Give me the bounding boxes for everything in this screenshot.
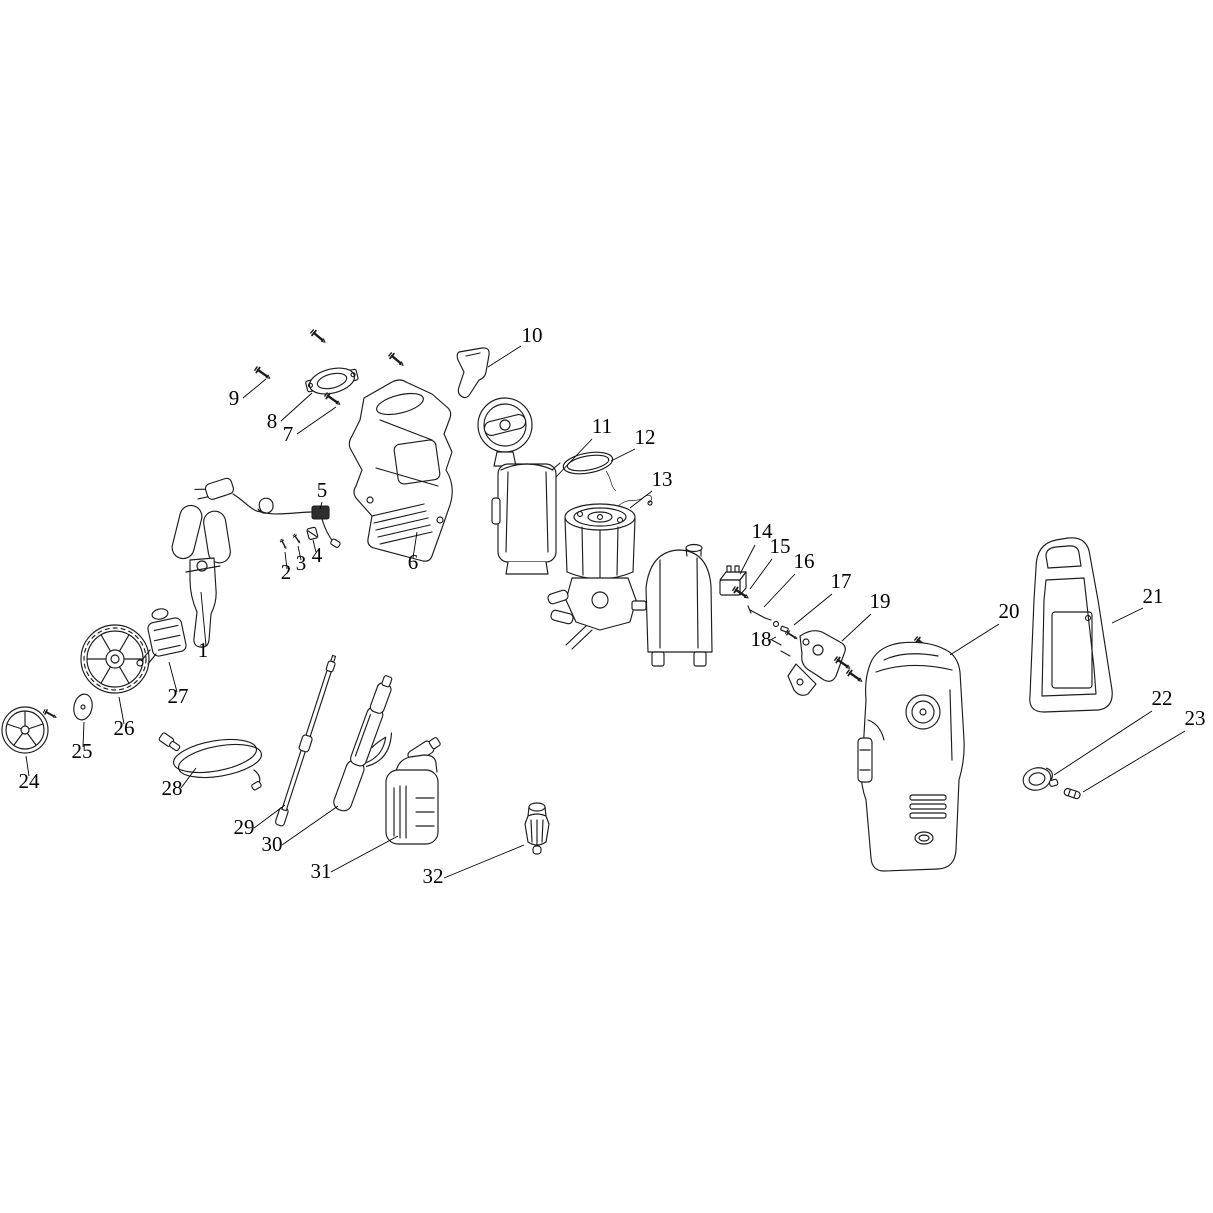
callout-number-20: 20 [999,599,1020,623]
leader-line-4 [312,539,317,553]
handle-grip-part [171,504,231,648]
rear-frame-part [1029,537,1113,713]
leader-line-13 [629,490,653,509]
pin-clip-part [1063,787,1081,800]
wheel-part [80,624,150,694]
callout-number-29: 29 [234,815,255,839]
hardware-17-part [772,620,800,642]
callout-number-16: 16 [794,549,815,573]
washer-disc-part [73,693,93,721]
callout-number-14: 14 [752,519,774,543]
pin-16-part [747,605,772,621]
callout-number-18: 18 [751,627,772,651]
callout-number-32: 32 [423,864,444,888]
valve-block-part [136,608,187,667]
callout-number-11: 11 [592,414,612,438]
callout-number-12: 12 [635,425,656,449]
cord-connector-part [311,505,341,549]
leader-line-15 [749,558,773,590]
leader-line-18 [767,636,777,642]
leader-line-25 [82,721,85,748]
callout-number-9: 9 [229,386,240,410]
leader-line-27 [168,661,178,693]
leader-line-31 [330,835,399,873]
callout-number-17: 17 [831,569,852,593]
leader-line-5 [319,501,323,510]
rear-housing-part [348,379,453,562]
leader-line-29 [253,804,286,829]
leader-line-32 [443,844,525,879]
spray-lance-part [274,654,337,827]
leader-line-16 [763,573,796,608]
leader-line-24 [25,755,30,777]
motor-pump-part [547,494,653,650]
leader-line-26 [118,696,125,725]
callout-number-7: 7 [283,422,294,446]
power-cord [194,477,312,515]
callout-number-2: 2 [281,560,292,584]
callout-number-25: 25 [72,739,93,763]
turbo-nozzle-part [524,802,550,855]
hose-part [158,732,263,791]
foam-bottle-part [385,737,441,845]
callout-number-24: 24 [19,769,41,793]
leader-line-30 [281,805,339,846]
hook-bracket-part [456,347,490,399]
callout-number-28: 28 [162,776,183,800]
small-fixings [278,526,319,551]
leader-line-10 [487,345,522,368]
leader-line-12 [610,448,636,462]
leader-line-20 [949,623,1000,656]
callout-number-10: 10 [522,323,543,347]
leader-line-11 [555,438,593,478]
round-knob-part [477,397,533,467]
tank-part [631,543,713,667]
inner-container-part [491,462,561,575]
callout-number-5: 5 [317,478,328,502]
leader-line-8 [280,392,313,422]
callout-number-22: 22 [1152,686,1173,710]
callout-number-6: 6 [408,550,419,574]
o-ring-part [562,451,617,492]
cap-clip-part [1022,767,1059,791]
lever-bracket-part [787,630,846,696]
callout-number-27: 27 [168,684,189,708]
callout-number-8: 8 [267,409,278,433]
callout-number-23: 23 [1185,706,1206,730]
callout-number-15: 15 [770,534,791,558]
callout-number-19: 19 [870,589,891,613]
wheel-cap-part [1,706,59,754]
callout-number-30: 30 [262,832,283,856]
leader-line-2 [284,551,288,570]
leader-line-17 [793,593,833,626]
leader-line-3 [297,545,302,561]
callout-number-4: 4 [312,543,323,567]
pins-18-part [771,639,791,657]
leader-line-1 [200,591,207,647]
ring-bracket-part [305,367,359,395]
leader-line-7 [296,406,337,435]
callout-number-1: 1 [198,638,209,662]
leader-line-14 [739,544,756,575]
leader-line-6 [412,531,418,559]
callout-number-3: 3 [296,551,307,575]
callout-number-26: 26 [114,716,135,740]
leader-line-22 [1053,710,1153,776]
trigger-gun-part [333,675,393,812]
callout-number-31: 31 [311,859,332,883]
front-body-part [857,641,965,872]
leader-line-28 [180,767,197,789]
callout-number-21: 21 [1143,584,1164,608]
callout-number-13: 13 [652,467,673,491]
leader-line-23 [1082,730,1186,793]
leader-line-21 [1111,607,1144,624]
leader-line-9 [242,378,267,399]
leader-line-19 [841,613,872,642]
